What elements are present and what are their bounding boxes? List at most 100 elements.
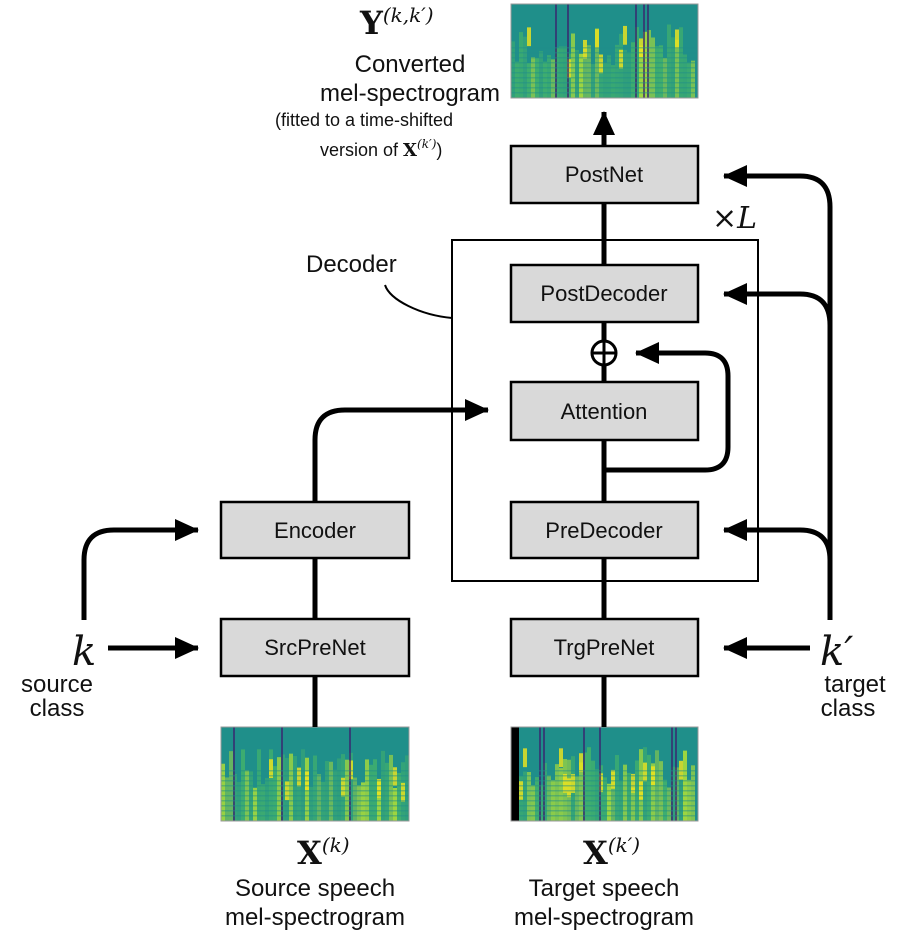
spectrogram-column — [253, 787, 257, 821]
spectrogram-highlight — [639, 780, 643, 800]
spectrogram-column — [265, 778, 269, 821]
target-caption: X(k′) Target speech mel-spectrogram — [514, 833, 694, 931]
spectrogram-harmonic — [511, 800, 698, 802]
spectrogram-column — [655, 46, 659, 98]
output-note2-sup: (k′) — [417, 137, 437, 151]
postnet-label: PostNet — [565, 162, 643, 187]
spectrogram-harmonic — [511, 77, 698, 79]
spectrogram-harmonic — [511, 780, 698, 782]
spectrogram-column — [651, 763, 655, 821]
spectrogram-column — [269, 749, 273, 821]
spectrogram-harmonic — [221, 795, 409, 797]
spectrogram-column — [381, 750, 385, 821]
output-symbol: Y(k,k′) — [359, 3, 434, 42]
target-spec-symbol-base: X — [583, 834, 608, 872]
spectrogram-harmonic — [511, 775, 698, 777]
srcprenet-label: SrcPreNet — [264, 635, 365, 660]
spectrogram-column — [535, 57, 539, 98]
spectrogram-column — [591, 64, 595, 98]
spectrogram-highlight — [639, 38, 643, 58]
spectrogram-highlight — [527, 27, 531, 47]
spectrogram-highlight — [269, 759, 273, 779]
source-spec-symbol-base: X — [297, 834, 322, 872]
spectrogram-harmonic — [511, 805, 698, 807]
spectrogram-column — [611, 771, 615, 821]
spectrogram-harmonic — [511, 790, 698, 792]
spectrogram-column — [671, 37, 675, 98]
spectrogram-column — [683, 750, 687, 821]
spectrogram-column — [309, 786, 313, 821]
spectrogram-harmonic — [511, 57, 698, 59]
spectrogram-column — [389, 754, 393, 821]
spectrogram-column — [245, 770, 249, 821]
target-to-postdecoder-arrow — [723, 283, 833, 560]
spectrogram-column — [667, 787, 671, 821]
spectrogram-column — [635, 760, 639, 821]
spectrogram-column — [325, 761, 329, 821]
spectrogram-gap — [281, 727, 283, 821]
spectrogram-column — [257, 749, 261, 821]
spectrogram-column — [587, 45, 591, 98]
output-symbol-sup: (k,k′) — [383, 3, 434, 27]
spectrogram-column — [229, 751, 233, 821]
spectrogram-gap — [233, 727, 235, 821]
source-line1: source — [21, 671, 93, 698]
spectrogram-gap — [647, 4, 649, 98]
output-note2: version of X(k′)) — [320, 137, 442, 161]
spectrogram-column — [397, 772, 401, 821]
spectrogram-gap — [675, 727, 677, 821]
spectrogram-column — [579, 53, 583, 98]
spectrogram-column — [369, 764, 373, 821]
spectrogram-column — [687, 779, 691, 821]
spectrogram-column — [225, 777, 229, 821]
spectrogram-gap — [349, 727, 351, 821]
decoder-label: Decoder — [306, 251, 397, 278]
postdecoder-block: PostDecoder — [509, 263, 700, 324]
spectrogram-harmonic — [511, 72, 698, 74]
spectrogram-harmonic — [221, 770, 409, 772]
spectrogram-column — [579, 762, 583, 821]
spectrogram-harmonic — [221, 805, 409, 807]
spectrogram-column — [551, 780, 555, 821]
spectrogram-column — [221, 763, 225, 821]
spectrogram-column — [583, 46, 587, 98]
spectrogram-column — [683, 54, 687, 98]
spectrogram-harmonic — [511, 815, 698, 817]
spectrogram-column — [595, 28, 599, 99]
spectrogram-column — [611, 65, 615, 98]
encoder-to-attention-arrow — [312, 399, 489, 502]
spectrogram-column — [301, 749, 305, 821]
source-spec-symbol-sup: (k) — [322, 833, 350, 857]
output-note2-prefix: version of — [320, 140, 403, 160]
spectrogram-column — [691, 765, 695, 821]
sum-node — [590, 339, 618, 367]
target-to-predecoder-arrow — [723, 519, 833, 620]
spectrogram-column — [647, 754, 651, 821]
spectrogram-column — [655, 750, 659, 821]
spectrogram-column — [297, 783, 301, 821]
spectrogram-highlight — [401, 782, 405, 802]
spectrogram-column — [237, 781, 241, 821]
spectrogram-harmonic — [511, 47, 698, 49]
spectrogram-highlight — [583, 39, 587, 59]
predecoder-label: PreDecoder — [545, 518, 662, 543]
target-symbol: k′ — [820, 629, 853, 675]
spectrogram-column — [627, 52, 631, 98]
spectrogram-highlight — [623, 25, 627, 45]
output-line1: Converted — [355, 51, 466, 78]
spectrogram-column — [607, 783, 611, 821]
spectrogram-column — [587, 747, 591, 821]
spectrogram-highlight — [619, 49, 623, 69]
spectrogram-column — [667, 24, 671, 98]
spectrogram-column — [591, 760, 595, 821]
spectrogram-column — [563, 46, 567, 98]
spectrogram-column — [631, 787, 635, 821]
residual-arrow — [604, 342, 731, 473]
spectrogram-gap — [599, 727, 601, 821]
spectrogram-column — [515, 61, 519, 98]
encoder-label: Encoder — [274, 518, 356, 543]
spectrogram-column — [365, 759, 369, 821]
spectrogram-highlight — [643, 762, 647, 782]
spectrogram-highlight — [563, 773, 567, 793]
spectrogram-column — [623, 49, 627, 98]
